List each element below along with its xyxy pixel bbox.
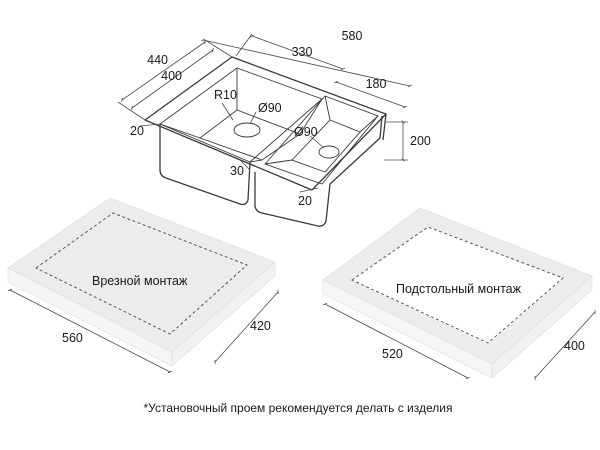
dim-440: 440 <box>147 53 168 67</box>
right-drain <box>318 145 340 159</box>
installation-footnote: *Установочный проем рекомендуется делать… <box>144 401 453 415</box>
right-bowl-body <box>254 115 383 227</box>
dim-20-right: 20 <box>298 194 312 208</box>
dim-560: 560 <box>62 331 83 345</box>
dim-r10: R10 <box>214 88 237 102</box>
dim-400-undermount: 400 <box>564 339 585 353</box>
inset-mount-label: Врезной монтаж <box>92 274 188 288</box>
dim-20-left: 20 <box>130 124 144 138</box>
inset-mount-slab: Врезной монтаж 560 420 <box>7 197 279 373</box>
left-drain <box>233 122 261 138</box>
dim-330: 330 <box>292 45 313 59</box>
dim-200: 200 <box>410 134 431 148</box>
dim-580: 580 <box>342 29 363 43</box>
sink-dimensions: 440 400 330 580 180 R10 Ø90 Ø90 20 30 20 <box>117 29 431 208</box>
dim-420: 420 <box>250 319 271 333</box>
left-bowl-floor <box>199 109 301 161</box>
dim-180: 180 <box>366 77 387 91</box>
undermount-slab: Подстольный монтаж 520 400 <box>322 207 596 381</box>
left-bowl-inner <box>159 67 323 163</box>
undermount-label: Подстольный монтаж <box>396 282 522 296</box>
dim-drain-left: Ø90 <box>258 101 282 115</box>
left-bowl-body <box>159 124 251 206</box>
dim-30: 30 <box>230 164 244 178</box>
dim-drain-right: Ø90 <box>294 125 318 139</box>
dim-400-sink: 400 <box>161 69 182 83</box>
dim-520: 520 <box>382 347 403 361</box>
